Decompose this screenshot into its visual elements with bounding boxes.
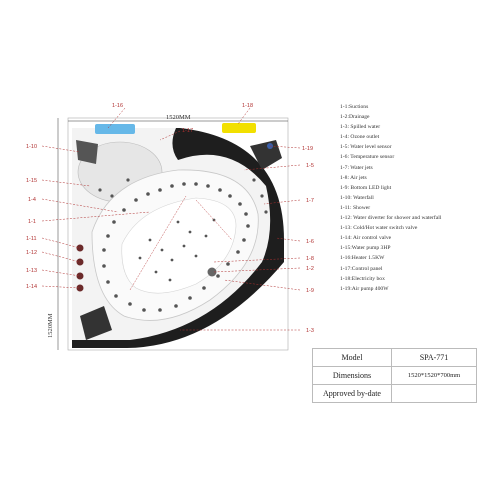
callout-1-8: 1-8 <box>306 256 314 262</box>
side-dimension-label: 1520MM <box>47 313 54 338</box>
callout-1-12: 1-12 <box>26 250 37 256</box>
callout-1-15: 1-15 <box>26 178 37 184</box>
callout-1-17: 1-17 <box>182 128 193 134</box>
legend-item: 1-1:Suctions <box>340 104 369 110</box>
legend-item: 1-13: Cold/Hot water switch valve <box>340 225 418 232</box>
callout-1-19: 1-19 <box>302 146 313 152</box>
spec-row-model: Model SPA-771 <box>312 348 477 367</box>
callout-1-5: 1-5 <box>306 163 314 169</box>
legend-item: 1-5: Water level sensor <box>340 144 392 151</box>
legend-item: 1-11: Shower <box>340 204 371 211</box>
air-pump-knob <box>267 143 273 149</box>
headrest-left <box>76 140 98 164</box>
legend-item: 1-10: Waterfall <box>340 194 374 201</box>
headrest-bottom <box>80 306 112 340</box>
legend-item: 1-9: Bottom LED light <box>340 184 392 191</box>
legend-item: 1-14: Air control valve <box>340 235 392 242</box>
footwell <box>121 197 237 294</box>
air-control-valve <box>76 284 84 292</box>
callout-1-10: 1-10 <box>26 144 37 150</box>
callout-1-13: 1-13 <box>26 268 37 274</box>
approved-value <box>391 384 477 403</box>
legend-item: 1-7: Water jets <box>340 164 373 171</box>
spec-row-dimensions: Dimensions 1520*1520*700mm <box>312 366 477 385</box>
callout-1-2: 1-2 <box>306 266 314 272</box>
legend-item: 1-18:Electricity box <box>340 275 385 282</box>
approved-label: Approved by-date <box>312 384 392 403</box>
legend-item: 1-6: Temperature sensor <box>340 154 395 161</box>
legend-item: 1-16:Heater 1.5KW <box>340 255 385 262</box>
callout-1-16: 1-16 <box>112 103 123 109</box>
drain <box>207 267 217 277</box>
callout-1-1: 1-1 <box>28 219 36 225</box>
callouts <box>41 107 301 331</box>
parts-legend: 1-1:Suctions 1-2:Drainage 1-3: Spilled w… <box>340 102 480 294</box>
top-dimension-label: 1520MM <box>166 114 191 121</box>
legend-item: 1-4: Ozone outlet <box>340 134 380 141</box>
jets <box>98 178 268 312</box>
diagonal-measure-1 <box>129 195 187 291</box>
legend-item: 1-15:Water pump 3HP <box>340 245 391 252</box>
outline-box <box>67 117 289 351</box>
headrest-top <box>250 140 282 170</box>
callout-1-6: 1-6 <box>306 239 314 245</box>
legend-item: 1-19:Air pump 400W <box>340 285 389 292</box>
dimensions-label: Dimensions <box>312 366 392 385</box>
legend-item: 1-12: Water diverter for shower and wate… <box>340 215 442 222</box>
callout-1-11: 1-11 <box>26 236 37 242</box>
legend-item: 1-17:Control panel <box>340 265 383 272</box>
dimensions-value: 1520*1520*700mm <box>391 366 477 385</box>
legend-item: 1-3: Spilled water <box>340 124 381 131</box>
model-label: Model <box>312 348 392 367</box>
heater-box <box>95 124 135 134</box>
callout-1-14: 1-14 <box>26 284 37 290</box>
callout-1-9: 1-9 <box>306 288 314 294</box>
cold-hot-valve <box>76 272 84 280</box>
electricity-box <box>222 123 256 133</box>
callout-1-3: 1-3 <box>306 328 314 334</box>
spec-row-approved: Approved by-date <box>312 384 477 403</box>
callout-1-4: 1-4 <box>28 197 36 203</box>
callout-1-18: 1-18 <box>242 103 253 109</box>
model-value: SPA-771 <box>391 348 477 367</box>
legend-item: 1-8: Air jets <box>340 174 367 181</box>
callout-labels: 1-16 1-18 1-17 1-19 1-10 1-5 1-15 1-7 1-… <box>26 103 314 334</box>
callout-1-7: 1-7 <box>306 198 314 204</box>
legend-item: 1-2:Drainage <box>340 114 370 121</box>
spec-table: Model SPA-771 Dimensions 1520*1520*700mm… <box>312 348 477 403</box>
